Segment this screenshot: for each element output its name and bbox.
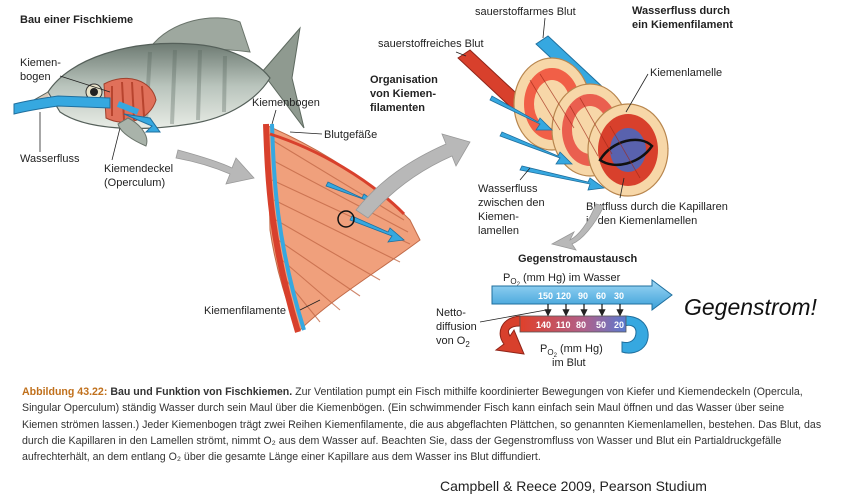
arch-label-kiemenfilamente: Kiemenfilamente bbox=[204, 305, 286, 317]
blood-bar bbox=[519, 315, 627, 333]
fish-tail bbox=[261, 26, 305, 129]
filament-blood-label-1: Blutfluss durch die Kapillaren bbox=[586, 201, 728, 213]
water-bar-arrow bbox=[491, 279, 673, 311]
netto-label-2: diffusion bbox=[436, 321, 477, 333]
caption-figure-number: Abbildung 43.22: bbox=[22, 386, 108, 398]
caption-text: Zur Ventilation pumpt ein Fisch mithilfe… bbox=[22, 386, 822, 464]
fish-label-kiemendeckel-2: (Operculum) bbox=[104, 177, 165, 189]
blood-pressure-label-2: im Blut bbox=[552, 357, 586, 369]
countercurrent-exchanger: 150 120 90 60 30 140 110 80 50 20 bbox=[491, 279, 673, 355]
fish-label-kiemenbogen-2: bogen bbox=[20, 71, 51, 83]
blood-value-4: 50 bbox=[596, 320, 606, 330]
caption-title: Bau und Funktion von Fischkiemen. bbox=[110, 386, 293, 398]
blood-pressure-label-1: PO2 (mm Hg) bbox=[540, 343, 603, 359]
filament-water-arrow-3 bbox=[519, 165, 606, 191]
water-value-1: 150 bbox=[538, 291, 553, 301]
water-value-2: 120 bbox=[556, 291, 571, 301]
water-value-4: 60 bbox=[596, 291, 606, 301]
fish-label-kiemendeckel-1: Kiemendeckel bbox=[104, 163, 173, 175]
filament-water-arrow-2 bbox=[499, 131, 573, 165]
organisation-label-1: Organisation bbox=[370, 74, 438, 86]
filament-label-sauerstoffarm: sauerstoffarmes Blut bbox=[475, 6, 576, 18]
grey-arrow-arch-to-filament bbox=[355, 133, 471, 219]
filament-water-label-1: Wasserfluss bbox=[478, 183, 538, 195]
grey-arrow-fish-to-arch bbox=[175, 149, 255, 185]
gill-diagram: Bau einer Fischkieme Kiemen- bogen Wasse… bbox=[13, 5, 733, 369]
fish-body bbox=[47, 42, 271, 130]
water-value-5: 30 bbox=[614, 291, 624, 301]
filament-water-arrow-1 bbox=[489, 95, 553, 131]
exchange-water-label: PO2 (mm Hg) im Wasser bbox=[503, 272, 621, 288]
arch-detail-circle bbox=[337, 210, 355, 228]
blood-outflow-tube bbox=[621, 315, 649, 354]
filament-water-label-3: Kiemen- bbox=[478, 211, 519, 223]
figure-caption: Abbildung 43.22: Bau und Funktion von Fi… bbox=[22, 384, 822, 465]
fish-label-kiemenbogen-1: Kiemen- bbox=[20, 57, 61, 69]
water-value-3: 90 bbox=[578, 291, 588, 301]
arch-label-blutgefaesse: Blutgefäße bbox=[324, 129, 377, 141]
blood-value-2: 110 bbox=[556, 320, 571, 330]
filament-blood-label-2: in den Kiemenlamellen bbox=[586, 215, 697, 227]
source-credit: Campbell & Reece 2009, Pearson Studium bbox=[440, 478, 707, 494]
gill-arch-illustration bbox=[263, 123, 421, 333]
netto-label-1: Netto- bbox=[436, 307, 466, 319]
filament-label-sauerstoffreich: sauerstoffreiches Blut bbox=[378, 38, 484, 50]
blood-value-1: 140 bbox=[536, 320, 551, 330]
gegenstrom-callout: Gegenstrom! bbox=[684, 294, 817, 320]
arch-water-arrow-2 bbox=[349, 215, 405, 243]
filament-water-label-2: zwischen den bbox=[478, 197, 545, 209]
arch-label-kiemenbogen: Kiemenbogen bbox=[252, 97, 320, 109]
blood-value-3: 80 bbox=[576, 320, 586, 330]
filament-title-2: ein Kiemenfilament bbox=[632, 19, 733, 31]
organisation-label-3: filamenten bbox=[370, 102, 425, 114]
filament-title-1: Wasserfluss durch bbox=[632, 5, 730, 17]
blood-value-5: 20 bbox=[614, 320, 624, 330]
filament-water-label-4: lamellen bbox=[478, 225, 519, 237]
fish-title: Bau einer Fischkieme bbox=[20, 14, 133, 26]
organisation-label-2: von Kiemen- bbox=[370, 88, 436, 100]
filament-label-kiemenlamelle: Kiemenlamelle bbox=[650, 67, 722, 79]
fish-illustration bbox=[13, 17, 305, 147]
filament-illustration bbox=[457, 35, 669, 197]
fish-label-wasserfluss: Wasserfluss bbox=[20, 153, 80, 165]
blood-inflow-tube bbox=[494, 315, 525, 355]
netto-label-3: von O2 bbox=[436, 335, 470, 349]
grey-arrow-filament-to-exchange bbox=[550, 203, 605, 251]
fish-water-flow-arrow bbox=[13, 95, 111, 115]
lamella-3 bbox=[587, 103, 669, 197]
exchange-title: Gegenstromaustausch bbox=[518, 253, 637, 265]
